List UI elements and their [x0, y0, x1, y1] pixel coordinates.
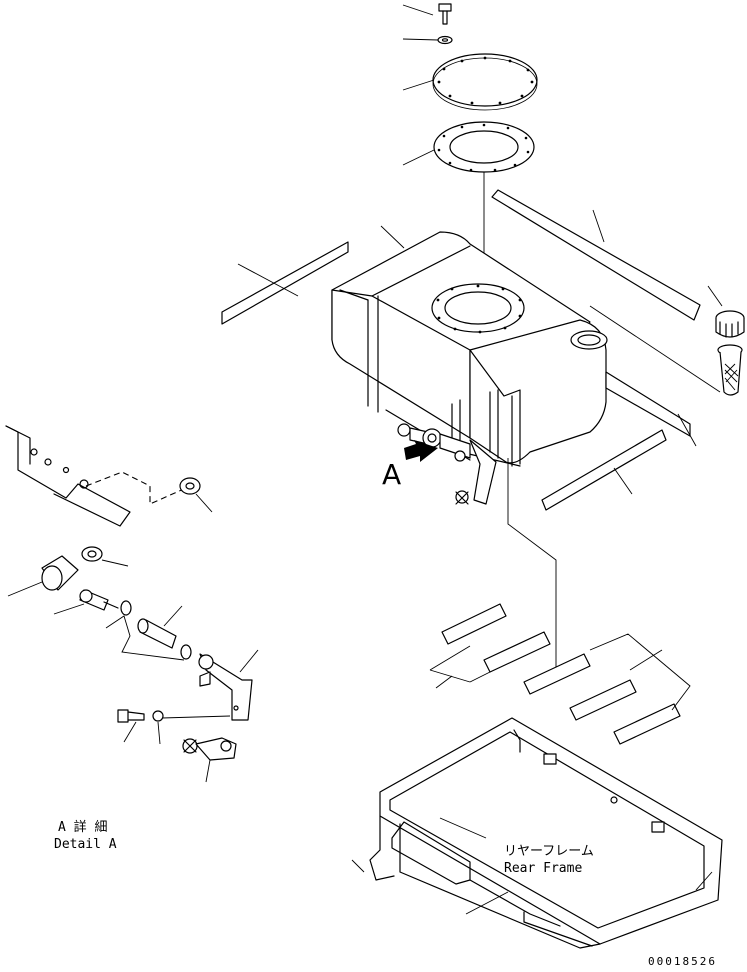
connector-detail [79, 589, 119, 611]
detail-label-jp: A 詳 細 [58, 819, 107, 835]
rear-frame [369, 717, 723, 949]
hose-clamps-detail [120, 600, 192, 660]
tank-gasket [433, 121, 535, 173]
nut-detail [179, 477, 201, 495]
view-marker-label: A [382, 458, 401, 491]
pad-left [221, 241, 349, 325]
pad-right-side [605, 371, 691, 437]
drain-cock-detail [182, 737, 237, 761]
filler-cap [715, 310, 745, 338]
fuel-tank [331, 231, 608, 467]
detail-label-en: Detail A [54, 837, 117, 852]
rear-frame-label-en: Rear Frame [504, 861, 582, 876]
elbow-pipe-detail [198, 653, 253, 721]
rear-frame-label-jp: リヤーフレーム [504, 844, 594, 859]
valve-body-detail [41, 555, 79, 591]
detail-a-bracket [5, 425, 131, 527]
hose-detail [137, 618, 177, 649]
view-arrow [404, 440, 438, 462]
cushion-pads [441, 603, 681, 745]
tank-cover-plate [432, 53, 538, 111]
small-washer-detail [152, 710, 164, 722]
washer-top [437, 35, 453, 45]
drawing-number: 00018526 [648, 955, 717, 968]
fuel-strainer [717, 344, 743, 396]
drain-valve-assembly [397, 423, 497, 505]
bolt-detail [117, 709, 145, 723]
washer-detail [81, 546, 103, 562]
bolt-top [438, 3, 452, 25]
pad-lower [541, 429, 667, 511]
pad-top-right [491, 189, 701, 321]
